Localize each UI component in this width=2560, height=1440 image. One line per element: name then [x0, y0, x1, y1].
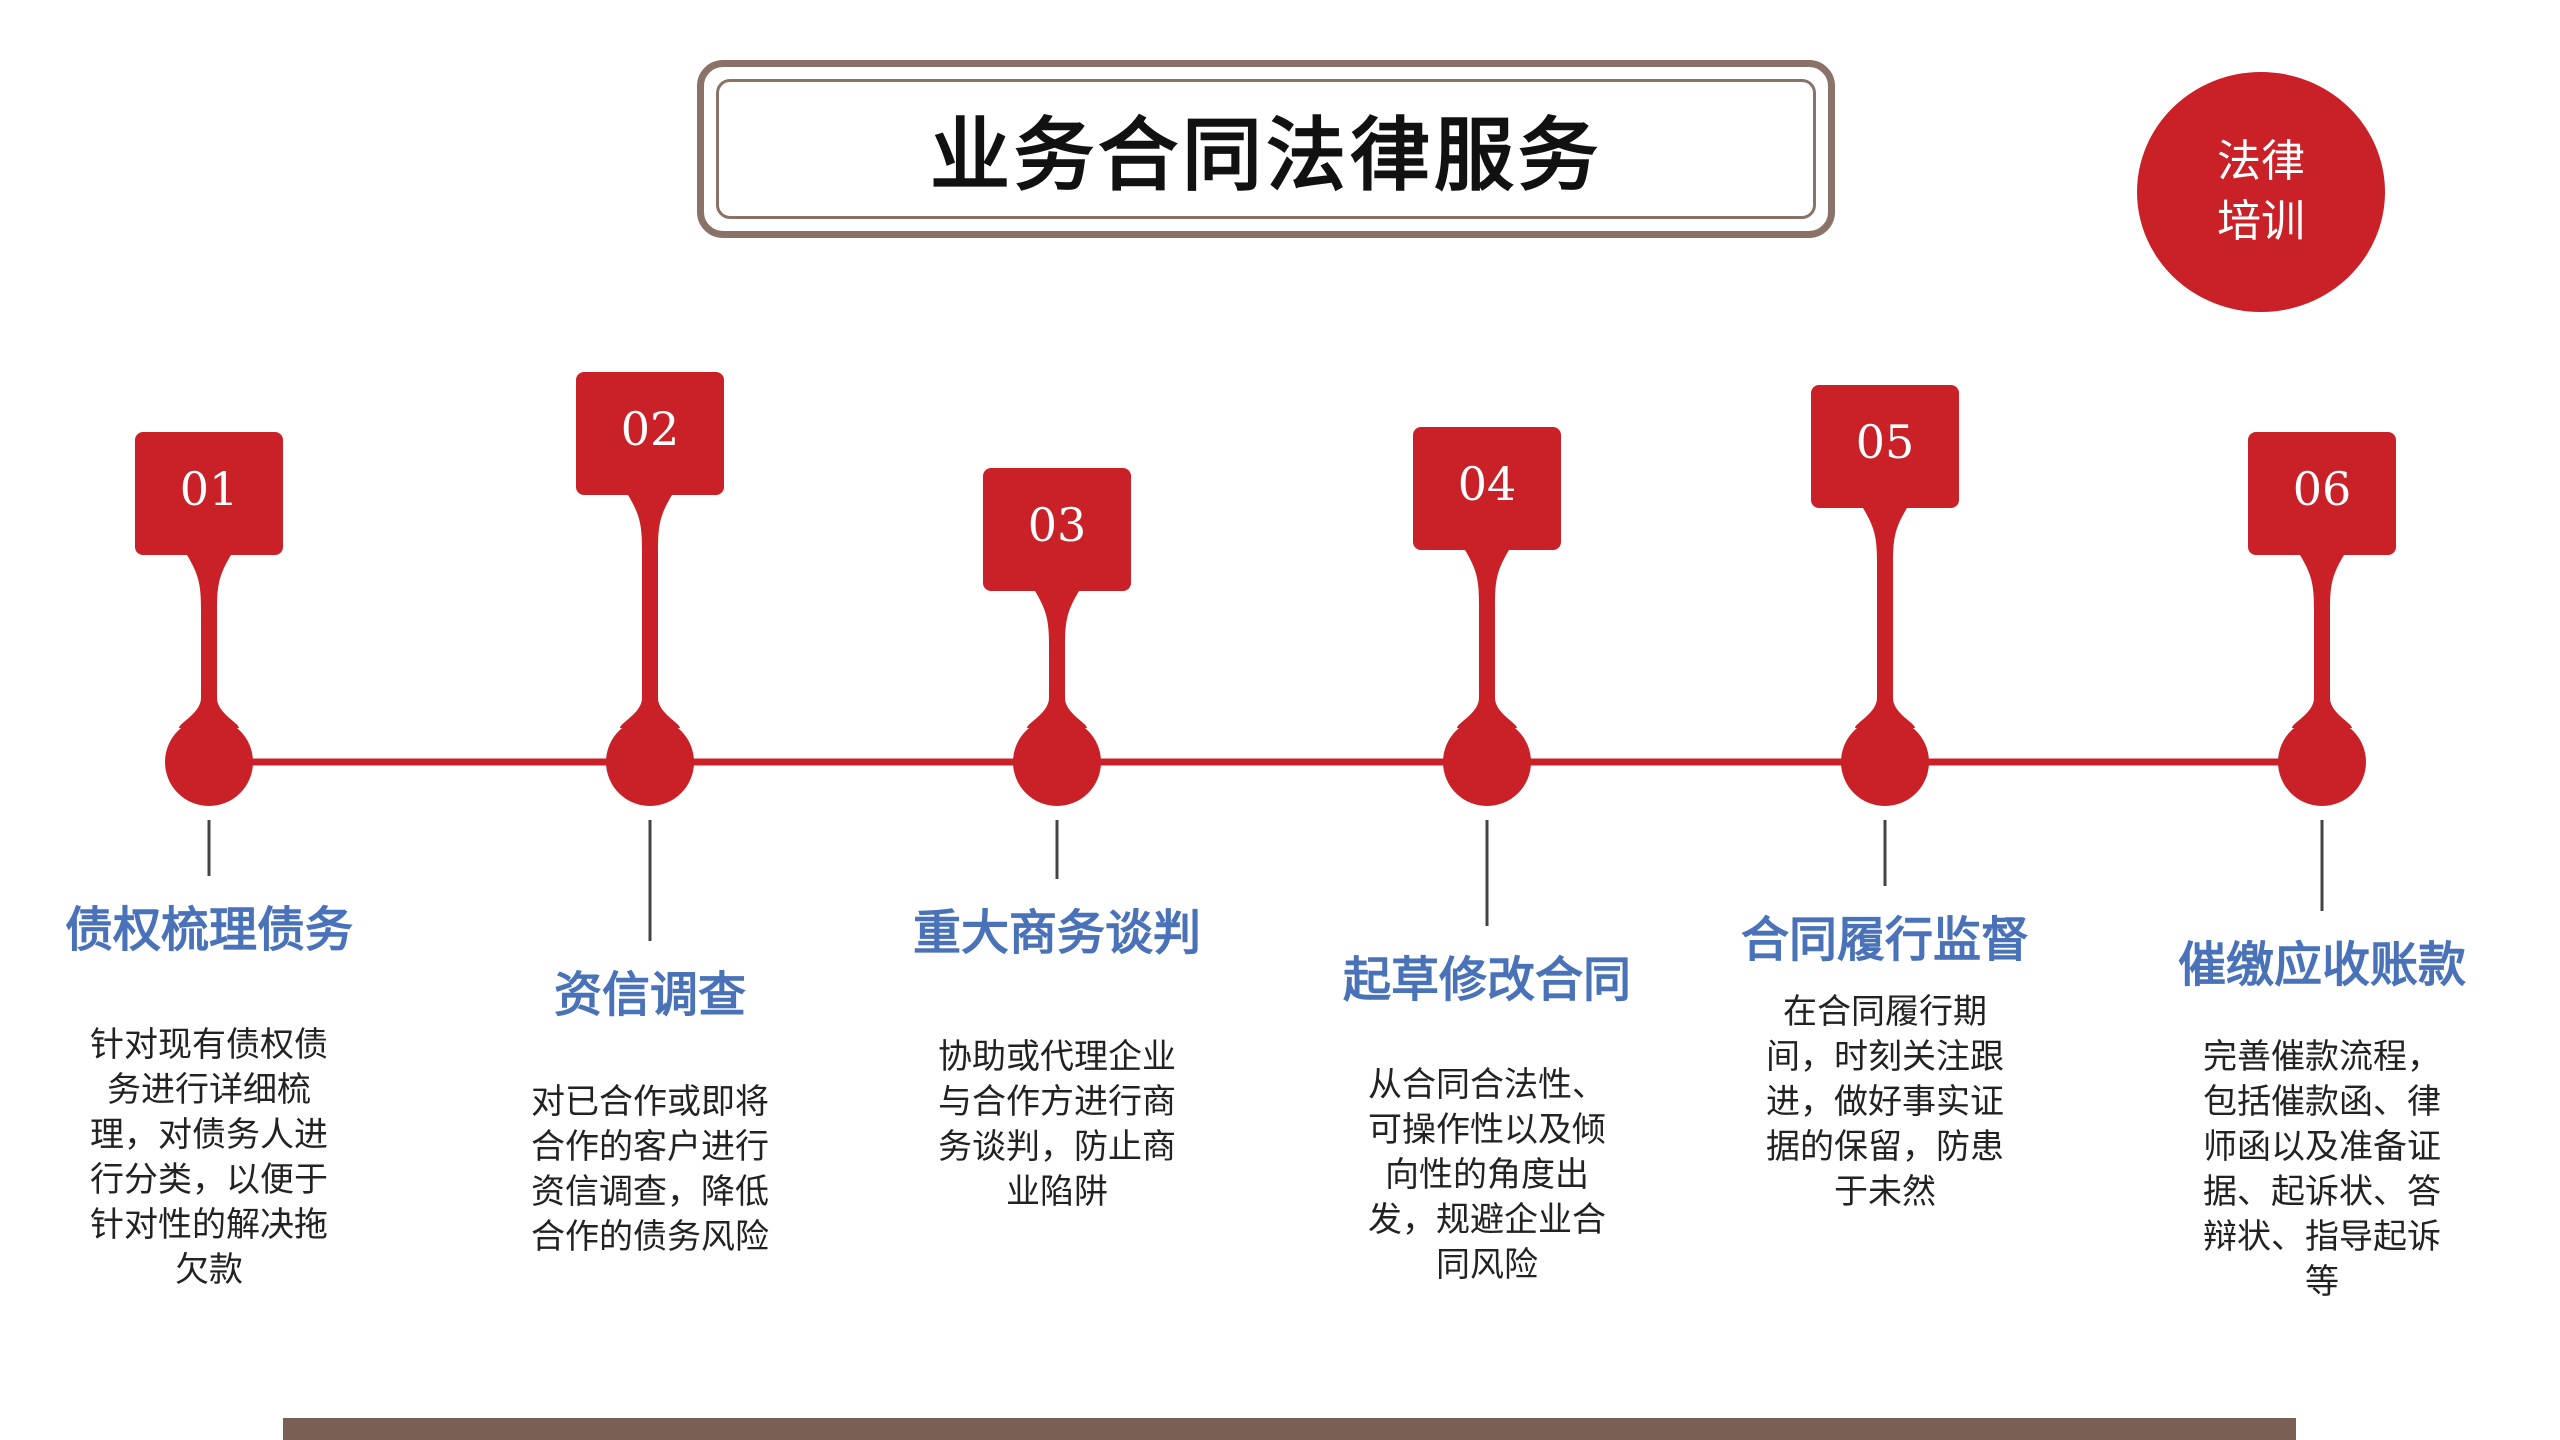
step-description-1: 针对现有债权债务进行详细梳理，对债务人进行分类，以便于针对性的解决拖欠款	[90, 1025, 328, 1290]
step-box-2	[576, 372, 724, 495]
title-frame: 业务合同法律服务	[697, 60, 1835, 238]
badge-circle: 法律培训	[2137, 72, 2385, 312]
step-description-2: 对已合作或即将合作的客户进行资信调查，降低合作的债务风险	[531, 1082, 769, 1257]
step-box-3	[983, 468, 1131, 591]
step-node-3	[1013, 718, 1101, 806]
step-box-5	[1811, 385, 1959, 508]
step-description-6: 完善催款流程，包括催款函、律师函以及准备证据、起诉状、答辩状、指导起诉等	[2203, 1037, 2441, 1302]
step-pin-neck-2	[620, 495, 680, 728]
step-node-6	[2278, 718, 2366, 806]
step-pin-neck-5	[1855, 508, 1915, 728]
step-title-3: 重大商务谈判	[912, 905, 1202, 961]
step-number-1: 01	[179, 462, 239, 516]
step-node-2	[606, 718, 694, 806]
title-inner-frame: 业务合同法律服务	[716, 79, 1816, 219]
step-node-1	[165, 718, 253, 806]
step-number-5: 05	[1855, 415, 1915, 469]
page-title: 业务合同法律服务	[930, 108, 1602, 202]
step-box-1	[135, 432, 283, 555]
step-number-2: 02	[620, 402, 680, 456]
step-number-4: 04	[1457, 457, 1517, 511]
step-title-2: 资信调查	[553, 967, 747, 1023]
step-pin-neck-1	[179, 555, 239, 728]
step-description-4: 从合同合法性、可操作性以及倾向性的角度出发，规避企业合同风险	[1368, 1065, 1606, 1285]
step-box-6	[2248, 432, 2396, 555]
step-pin-neck-6	[2292, 555, 2352, 728]
step-description-3: 协助或代理企业与合作方进行商务谈判，防止商业陷阱	[938, 1037, 1176, 1212]
step-pin-neck-4	[1457, 550, 1517, 728]
step-title-4: 起草修改合同	[1342, 952, 1632, 1008]
step-title-1: 债权梳理债务	[64, 902, 354, 958]
step-number-6: 06	[2292, 462, 2352, 516]
step-node-5	[1841, 718, 1929, 806]
step-number-3: 03	[1027, 498, 1087, 552]
step-description-5: 在合同履行期间，时刻关注跟进，做好事实证据的保留，防患于未然	[1766, 992, 2004, 1212]
step-box-4	[1413, 427, 1561, 550]
step-title-5: 合同履行监督	[1740, 912, 2030, 968]
badge-label: 法律培训	[2217, 136, 2305, 247]
footer-bar	[283, 1418, 2296, 1440]
step-pin-neck-3	[1027, 591, 1087, 728]
step-node-4	[1443, 718, 1531, 806]
step-title-6: 催缴应收账款	[2177, 937, 2467, 993]
